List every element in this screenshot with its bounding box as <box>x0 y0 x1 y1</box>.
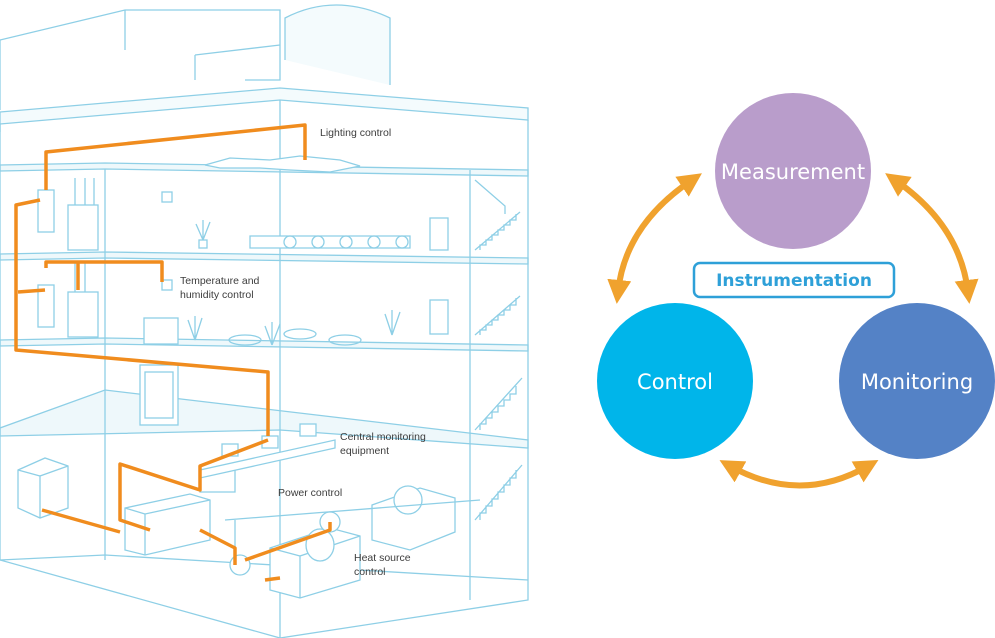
door-floor-3 <box>429 217 449 251</box>
roof-structures <box>0 4 391 110</box>
control-label: Control <box>637 370 713 394</box>
basement-equipment <box>17 457 481 599</box>
label-power-control: Power control <box>278 487 342 499</box>
label-heat-source-line1: Heat source <box>354 552 411 564</box>
floor-3-furniture <box>37 155 411 251</box>
stairs <box>474 179 523 521</box>
measurement-label: Measurement <box>721 160 865 184</box>
floor-2-furniture <box>37 262 401 346</box>
label-heat-source-line2: control <box>354 566 386 578</box>
label-central-monitoring-line1: Central monitoring <box>340 431 426 443</box>
building-illustration <box>0 4 529 638</box>
door-floor-2 <box>429 299 449 335</box>
cycle-arrows <box>607 173 979 489</box>
arrow-control-monitoring <box>719 460 879 489</box>
label-central-monitoring-line2: equipment <box>340 445 389 457</box>
label-lighting-control: Lighting control <box>320 127 391 139</box>
monitoring-label: Monitoring <box>861 370 973 394</box>
roof-slab <box>0 87 529 132</box>
instrumentation-badge <box>692 261 896 299</box>
label-temperature-line1: Temperature and <box>180 275 260 287</box>
floor-1-slab <box>0 337 529 352</box>
label-temperature-line2: humidity control <box>180 289 254 301</box>
arrow-measurement-monitoring <box>885 173 979 304</box>
arrow-measurement-control <box>607 173 702 304</box>
measurement-circle <box>715 93 871 249</box>
instrumentation-label: Instrumentation <box>716 271 872 291</box>
monitoring-circle <box>839 303 995 459</box>
building-labels: Lighting control Temperature and humidit… <box>180 127 426 578</box>
control-circle <box>597 303 753 459</box>
control-wiring <box>14 123 332 582</box>
